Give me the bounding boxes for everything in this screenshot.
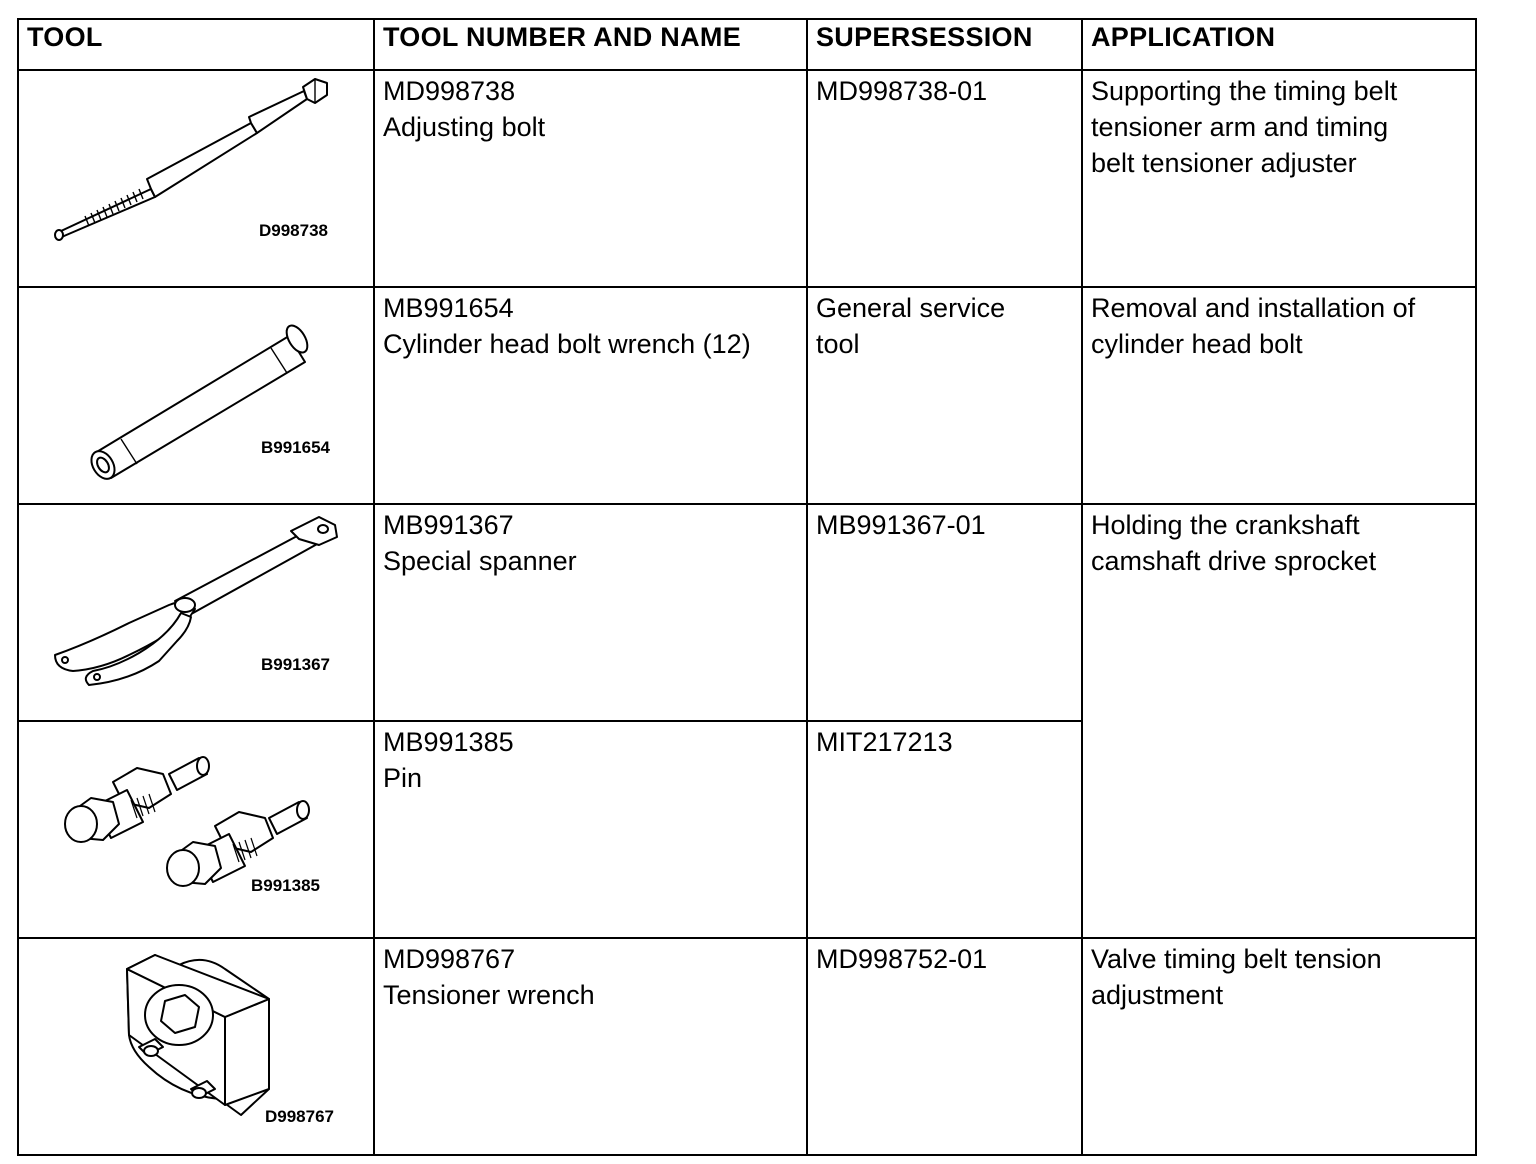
socket-wrench-illustration	[90, 324, 309, 480]
tensioner-wrench-illustration	[126, 954, 270, 1116]
tool-number: MD998738	[383, 76, 516, 106]
supersession-text: General service	[816, 293, 1006, 323]
tool-image-label: D998738	[259, 221, 329, 240]
tool-image-label: D998767	[265, 1107, 335, 1126]
tool-image-cell: D998767	[17, 937, 375, 1156]
supersession-cell: MD998752-01	[806, 937, 1083, 1156]
tool-name: Special spanner	[383, 546, 577, 576]
supersession-text: MIT217213	[816, 727, 953, 757]
tool-image-cell: B991385	[17, 720, 375, 939]
application-text: Valve timing belt tension	[1091, 944, 1382, 974]
supersession-cell: General service tool	[806, 286, 1083, 505]
tool-number-and-name-cell: MB991367 Special spanner	[373, 503, 808, 722]
table-row: B991367 MB991367 Special spanner MB99136…	[17, 503, 1477, 939]
header-application: APPLICATION	[1081, 18, 1477, 71]
special-spanner-illustration	[54, 516, 338, 686]
tool-number: MB991367	[383, 510, 514, 540]
application-cell: Supporting the timing belt tensioner arm…	[1081, 69, 1477, 288]
supersession-cell: MIT217213	[806, 720, 1083, 939]
application-cell: Holding the crankshaft camshaft drive sp…	[1081, 503, 1477, 939]
table-row: B991654 MB991654 Cylinder head bolt wren…	[17, 286, 1477, 505]
tool-name: Cylinder head bolt wrench (12)	[383, 329, 751, 359]
application-text: adjustment	[1091, 980, 1224, 1010]
tool-name: Pin	[383, 763, 423, 793]
application-text: Supporting the timing belt	[1091, 76, 1398, 106]
tool-image-label: B991385	[251, 876, 321, 895]
tool-image-label: B991367	[261, 655, 331, 674]
tool-image-cell: B991367	[17, 503, 375, 722]
tool-name: Adjusting bolt	[383, 112, 546, 142]
supersession-text: tool	[816, 329, 860, 359]
header-supersession: SUPERSESSION	[806, 18, 1083, 71]
tool-image-cell: D998738	[17, 69, 375, 288]
supersession-text: MB991367-01	[816, 510, 986, 540]
application-text: cylinder head bolt	[1091, 329, 1303, 359]
tool-number-and-name-cell: MB991385 Pin	[373, 720, 808, 939]
tool-image-cell: B991654	[17, 286, 375, 505]
header-tool: TOOL	[17, 18, 375, 71]
application-text: Removal and installation of	[1091, 293, 1416, 323]
application-text: Holding the crankshaft	[1091, 510, 1360, 540]
pin-illustration	[64, 756, 310, 887]
tool-number-and-name-cell: MB991654 Cylinder head bolt wrench (12)	[373, 286, 808, 505]
application-text: camshaft drive sprocket	[1091, 546, 1377, 576]
tool-number-and-name-cell: MD998738 Adjusting bolt	[373, 69, 808, 288]
special-tools-table: TOOL TOOL NUMBER AND NAME SUPERSESSION A…	[17, 18, 1477, 1156]
header-row: TOOL TOOL NUMBER AND NAME SUPERSESSION A…	[17, 18, 1477, 71]
application-cell: Removal and installation of cylinder hea…	[1081, 286, 1477, 505]
supersession-text: MD998752-01	[816, 944, 988, 974]
application-cell: Valve timing belt tension adjustment	[1081, 937, 1477, 1156]
tool-image-label: B991654	[261, 438, 331, 457]
tool-number: MB991385	[383, 727, 514, 757]
table-row: D998738 MD998738 Adjusting bolt MD998738…	[17, 69, 1477, 288]
tool-number-and-name-cell: MD998767 Tensioner wrench	[373, 937, 808, 1156]
tool-number: MD998767	[383, 944, 516, 974]
tool-name: Tensioner wrench	[383, 980, 595, 1010]
application-text: tensioner arm and timing	[1091, 112, 1389, 142]
supersession-cell: MD998738-01	[806, 69, 1083, 288]
adjusting-bolt-illustration	[54, 78, 328, 241]
tool-number: MB991654	[383, 293, 514, 323]
header-tool-number-and-name: TOOL NUMBER AND NAME	[373, 18, 808, 71]
table-row: D998767 MD998767 Tensioner wrench MD9987…	[17, 937, 1477, 1156]
supersession-cell: MB991367-01	[806, 503, 1083, 722]
application-text: belt tensioner adjuster	[1091, 148, 1357, 178]
supersession-text: MD998738-01	[816, 76, 988, 106]
table-row: B991385 MB991385 Pin MIT217213	[17, 720, 1476, 939]
